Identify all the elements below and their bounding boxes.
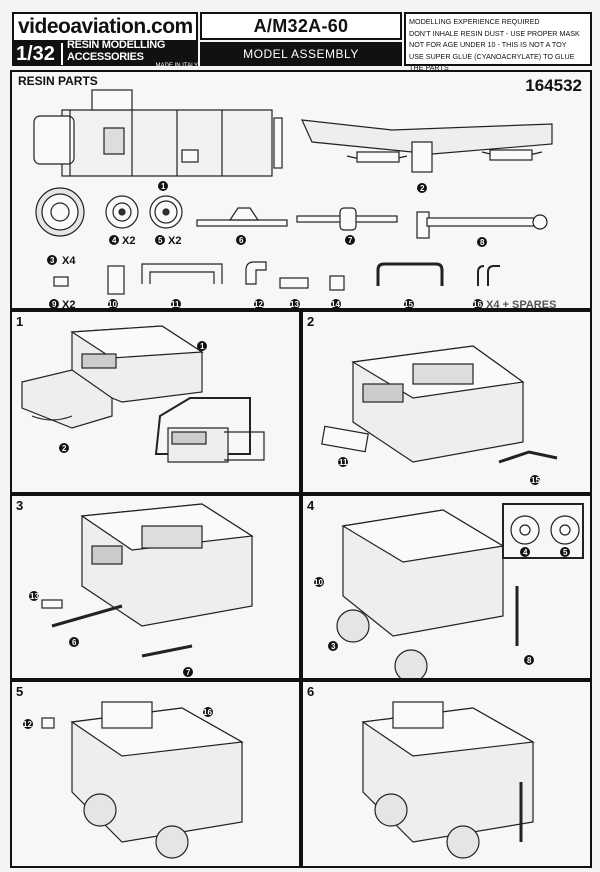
step-1-drawing: 1 2 <box>21 325 265 463</box>
step-2-panel: 11 15 2 <box>301 310 592 494</box>
part-marker-5: 5 <box>158 236 163 245</box>
part-marker-3: 3 <box>50 256 55 265</box>
step-number: 5 <box>16 684 24 699</box>
resin-parts-panel: 1 2 3 4 5 6 7 8 9 10 11 12 13 14 15 16 X… <box>10 70 592 310</box>
qty-part-4: X2 <box>122 235 135 247</box>
part-marker-4: 4 <box>112 236 117 245</box>
range-label: RESIN MODELLING ACCESSORIES <box>66 39 166 63</box>
title-block: A/M32A-60 GENERATOR MODEL ASSEMBLY INSTR… <box>200 12 402 85</box>
part-1-generator-body <box>33 89 283 177</box>
header: videoaviation.com 1/32 RESIN MODELLING A… <box>10 10 592 85</box>
part-marker-11: 11 <box>171 300 180 308</box>
scale-banner: 1/32 RESIN MODELLING ACCESSORIES MADE IN… <box>12 39 198 69</box>
part-marker-10: 10 <box>108 300 117 308</box>
step-3-panel: 13 6 7 3 <box>10 494 301 680</box>
step-3-drawing: 13 6 7 <box>29 503 254 677</box>
part-7-shaft <box>296 207 398 231</box>
step-4-panel: 10 3 4 5 8 4 <box>301 494 592 680</box>
part-2-chassis <box>301 119 553 173</box>
step-1-panel: 1 2 1 <box>10 310 301 494</box>
part-marker-12: 12 <box>254 300 263 308</box>
warning-line: DON'T INHALE RESIN DUST - USE PROPER MAS… <box>409 28 580 38</box>
step-number: 2 <box>307 314 315 329</box>
step-1-callout-2: 2 <box>62 444 67 453</box>
part-marker-14: 14 <box>331 300 340 308</box>
step-number: 3 <box>16 498 24 513</box>
made-in-label: MADE IN ITALY <box>155 63 198 69</box>
warning-line: USE SUPER GLUE (CYANOACRYLATE) TO GLUE T… <box>409 51 575 73</box>
parts-panel-label: RESIN PARTS <box>18 74 98 88</box>
qty-part-3: X4 <box>62 255 76 267</box>
qty-part-5: X2 <box>168 235 181 247</box>
step-number: 1 <box>16 314 24 329</box>
part-11 <box>141 263 223 284</box>
step-4-callout-8: 8 <box>527 656 532 665</box>
instruction-sheet: videoaviation.com 1/32 RESIN MODELLING A… <box>10 10 592 868</box>
step-6-panel: 6 <box>301 680 592 868</box>
part-marker-6: 6 <box>239 236 244 245</box>
part-marker-16: 16 <box>473 300 482 308</box>
step-4-callout-10: 10 <box>314 578 323 587</box>
step-3-callout-7: 7 <box>186 668 191 677</box>
step-5-panel: 12 16 5 <box>10 680 301 868</box>
parts-drawing: 1 2 3 4 5 6 7 8 9 10 11 12 13 14 15 16 X… <box>33 89 556 308</box>
step-6-drawing <box>361 701 535 859</box>
catalog-number: 164532 <box>525 76 582 95</box>
part-markers: 1 2 3 4 5 6 7 8 9 10 11 12 13 14 15 16 <box>47 181 487 308</box>
part-marker-7: 7 <box>348 236 353 245</box>
step-2-drawing: 11 15 <box>321 345 558 485</box>
part-15 <box>376 262 444 286</box>
part-14 <box>329 275 345 291</box>
part-marker-15: 15 <box>404 300 413 308</box>
part-marker-9: 9 <box>52 300 57 308</box>
part-8-towbar <box>416 211 548 239</box>
step-2-callout-15: 15 <box>531 476 540 485</box>
part-6-axle <box>196 207 288 227</box>
scale-label: 1/32 <box>12 43 63 65</box>
part-3-tyre <box>35 187 85 237</box>
step-3-callout-13: 13 <box>30 592 39 601</box>
step-number: 6 <box>307 684 315 699</box>
page-title: A/M32A-60 GENERATOR <box>200 12 402 60</box>
step-4-drawing: 10 3 4 5 8 <box>314 503 584 678</box>
step-1-callout-1: 1 <box>200 342 205 351</box>
brand-text: videoaviation.com <box>18 15 193 38</box>
part-16 <box>477 265 500 286</box>
part-10 <box>107 265 125 295</box>
range-block: RESIN MODELLING ACCESSORIES MADE IN ITAL… <box>63 39 198 69</box>
warning-line: NOT FOR AGE UNDER 10 - THIS IS NOT A TOY <box>409 40 567 49</box>
part-marker-2: 2 <box>420 184 425 193</box>
step-3-callout-6: 6 <box>72 638 77 647</box>
qty-part-16: X4 + SPARES <box>486 299 556 308</box>
page-subtitle: MODEL ASSEMBLY INSTRUCTIONS <box>200 42 402 85</box>
step-number: 4 <box>307 498 315 513</box>
warnings-box: MODELLING EXPERIENCE REQUIRED DON'T INHA… <box>404 12 592 72</box>
part-marker-8: 8 <box>480 238 485 247</box>
step-5-drawing: 12 16 <box>23 701 244 859</box>
part-4-hub <box>105 195 139 229</box>
part-12 <box>245 261 267 285</box>
brand-logo: videoaviation.com <box>12 12 198 42</box>
part-9 <box>53 276 69 287</box>
step-2-callout-11: 11 <box>339 458 348 467</box>
step-5-callout-16: 16 <box>203 708 212 717</box>
qty-part-9: X2 <box>62 299 75 308</box>
warning-line: MODELLING EXPERIENCE REQUIRED <box>409 17 540 26</box>
step-4-callout-4: 4 <box>523 548 528 557</box>
part-13 <box>279 277 309 289</box>
step-4-callout-5: 5 <box>563 548 568 557</box>
step-4-callout-3: 3 <box>331 642 336 651</box>
part-5-hub <box>149 195 183 229</box>
step-5-callout-12: 12 <box>23 720 32 729</box>
part-marker-13: 13 <box>290 300 299 308</box>
part-marker-1: 1 <box>161 182 166 191</box>
